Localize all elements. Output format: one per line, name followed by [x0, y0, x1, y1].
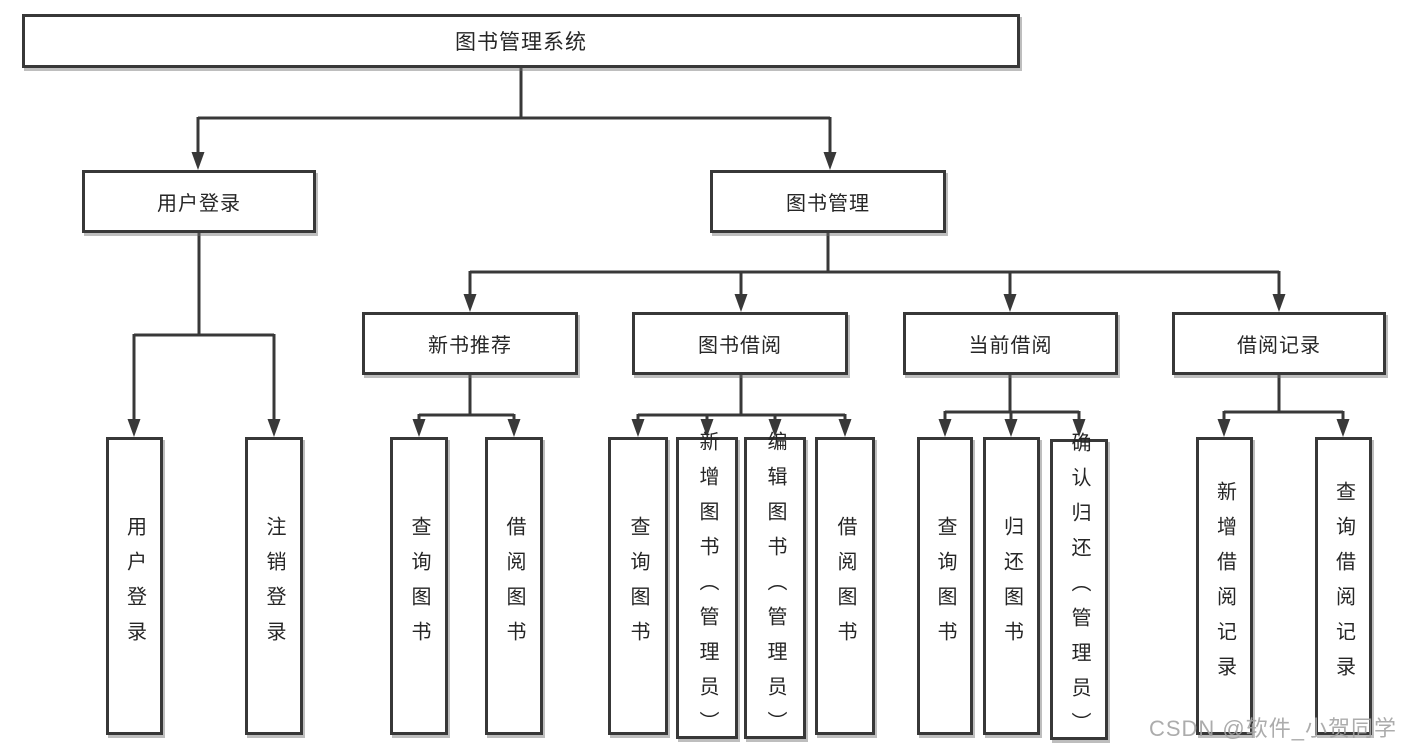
connector-bookborrow-to-leaves: [631, 375, 852, 437]
leaf-return-books: 归还图书: [983, 437, 1040, 735]
node-label: 确认归还（管理员）: [1068, 432, 1090, 747]
node-label: 查询图书: [627, 516, 649, 656]
leaf-borrow-books: 借阅图书: [815, 437, 875, 735]
leaf-logout-login: 注销登录: [245, 437, 303, 735]
node-label: 新增图书（管理员）: [696, 430, 718, 746]
leaf-borrow-books-recommend: 借阅图书: [485, 437, 543, 735]
node-label: 借阅图书: [503, 516, 525, 656]
node-label: 用户登录: [157, 193, 241, 215]
leaf-edit-book-admin: 编辑图书（管理员）: [744, 431, 806, 746]
node-current-borrow: 当前借阅: [903, 312, 1118, 375]
connector-bookmgmt-to-level3: [463, 233, 1286, 312]
node-label: 编辑图书（管理员）: [764, 430, 786, 746]
node-label: 查询图书: [408, 516, 430, 656]
node-label: 图书管理系统: [455, 31, 587, 54]
leaf-query-books-current: 查询图书: [917, 437, 973, 735]
node-label: 用户登录: [123, 516, 146, 656]
leaf-confirm-return-admin: 确认归还（管理员）: [1050, 432, 1108, 747]
node-label: 当前借阅: [968, 335, 1053, 357]
node-label: 借阅图书: [834, 516, 856, 656]
node-book-management: 图书管理: [710, 170, 946, 233]
node-user-login: 用户登录: [82, 170, 316, 233]
csdn-watermark: CSDN @软件_小贺同学: [1148, 716, 1397, 741]
node-label: 图书借阅: [698, 335, 782, 357]
connector-root-to-level2: [191, 68, 837, 170]
connector-borrowrecord-to-leaves: [1217, 375, 1350, 437]
leaf-user-login: 用户登录: [106, 437, 163, 735]
leaf-add-book-admin: 新增图书（管理员）: [676, 431, 738, 746]
node-label: 归还图书: [1000, 516, 1023, 656]
leaf-add-borrow-record: 新增借阅记录: [1196, 437, 1253, 735]
node-book-borrow: 图书借阅: [632, 312, 848, 375]
node-library-management-system: 图书管理系统: [22, 14, 1020, 68]
leaf-query-borrow-record: 查询借阅记录: [1315, 437, 1372, 735]
connector-currentborrow-to-leaves: [938, 375, 1086, 437]
connector-newbookrec-to-leaves: [412, 375, 521, 437]
node-label: 注销登录: [263, 516, 285, 656]
node-label: 借阅记录: [1237, 335, 1321, 357]
node-label: 新增借阅记录: [1213, 481, 1236, 691]
node-new-book-recommend: 新书推荐: [362, 312, 578, 375]
node-label: 查询图书: [934, 516, 956, 656]
connector-userlogin-to-leaves: [127, 233, 281, 437]
leaf-query-books-borrow: 查询图书: [608, 437, 668, 735]
node-label: 查询借阅记录: [1332, 481, 1355, 691]
node-label: 图书管理: [786, 193, 870, 215]
node-borrow-records: 借阅记录: [1172, 312, 1386, 375]
leaf-query-books-recommend: 查询图书: [390, 437, 448, 735]
node-label: 新书推荐: [428, 335, 512, 357]
